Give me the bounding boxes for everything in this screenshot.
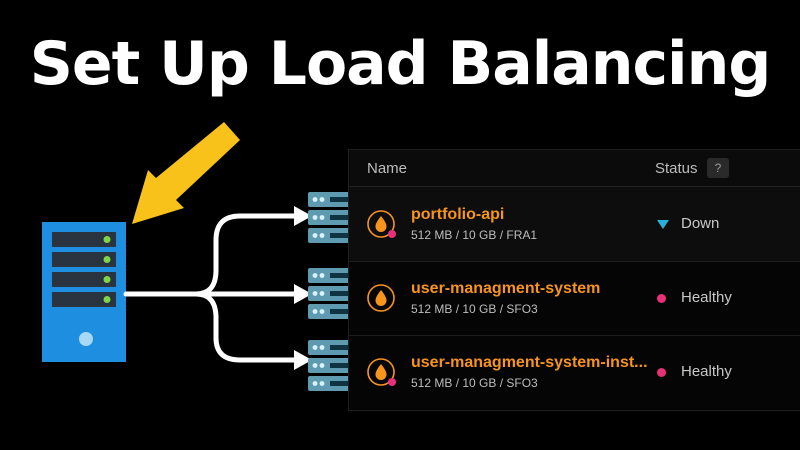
droplet-spec: 512 MB / 10 GB / FRA1 (411, 228, 538, 242)
table-row[interactable]: user-managment-system 512 MB / 10 GB / S… (349, 261, 800, 336)
status-badge: Down (657, 215, 719, 233)
status-badge: Healthy (657, 363, 732, 381)
droplet-name-link[interactable]: portfolio-api (411, 206, 505, 223)
load-balancer-server-icon (42, 222, 126, 362)
droplet-name-link[interactable]: user-managment-system-inst... (411, 354, 647, 371)
status-text: Healthy (681, 363, 732, 380)
status-text: Down (681, 215, 720, 232)
yellow-arrow-icon (132, 122, 240, 224)
status-text: Healthy (681, 289, 732, 306)
table-header: Name Status ? (349, 150, 800, 187)
droplet-icon (367, 358, 396, 386)
table-row[interactable]: user-managment-system-inst... 512 MB / 1… (349, 335, 800, 409)
droplet-name-link[interactable]: user-managment-system (411, 280, 601, 297)
status-help-icon[interactable]: ? (707, 158, 729, 178)
headline: Set Up Load Balancing (29, 29, 772, 99)
backend-server-icon (308, 268, 362, 319)
status-down-icon (657, 216, 673, 233)
connector-arrows (123, 206, 312, 370)
table-row[interactable]: portfolio-api 512 MB / 10 GB / FRA1 Down (349, 187, 800, 262)
droplets-table: Name Status ? portfolio-api 512 MB / 10 … (348, 149, 800, 411)
droplet-spec: 512 MB / 10 GB / SFO3 (411, 302, 538, 316)
droplet-icon (367, 210, 396, 238)
droplet-spec: 512 MB / 10 GB / SFO3 (411, 376, 538, 390)
droplet-icon (367, 284, 395, 312)
column-header-name[interactable]: Name (367, 160, 408, 177)
status-badge: Healthy (657, 289, 732, 307)
status-healthy-icon (657, 290, 673, 307)
column-header-status[interactable]: Status (655, 160, 698, 177)
status-healthy-icon (657, 364, 673, 381)
